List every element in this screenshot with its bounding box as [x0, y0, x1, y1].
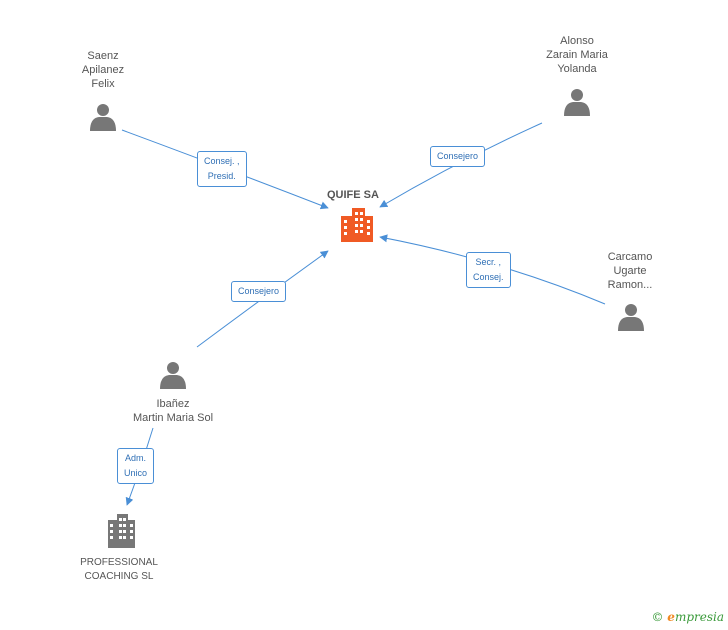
company-name-line: COACHING SL — [84, 571, 154, 582]
relation-label-saenz[interactable]: Consej. , Presid. — [197, 151, 247, 187]
person-name-line: Zarain Maria — [546, 49, 608, 61]
relation-line: Unico — [124, 468, 148, 478]
secondary-company-label[interactable]: PROFESSIONAL COACHING SL — [70, 556, 168, 584]
brand-logo-initial: e — [667, 610, 675, 624]
person-name-line: Felix — [91, 78, 115, 90]
person-label-saenz[interactable]: Saenz Apilanez Felix — [66, 49, 140, 91]
relation-label-ibanez-pc[interactable]: Adm. Unico — [117, 448, 155, 484]
main-company-name[interactable]: QUIFE SA — [327, 189, 379, 201]
relation-line: Consej. — [473, 272, 504, 282]
relation-label-carcamo[interactable]: Secr. , Consej. — [466, 252, 511, 288]
person-name-line: Yolanda — [557, 63, 597, 75]
person-label-alonso[interactable]: Alonso Zarain Maria Yolanda — [530, 34, 624, 76]
company-name-line: PROFESSIONAL — [80, 557, 158, 568]
relation-label-alonso[interactable]: Consejero — [430, 146, 486, 167]
copyright-symbol: © — [651, 610, 664, 624]
relation-line: Consejero — [437, 151, 479, 161]
person-icon-carcamo[interactable] — [618, 304, 644, 331]
relation-line: Consejero — [238, 286, 280, 296]
relation-line: Secr. , — [475, 257, 502, 267]
person-icon-alonso[interactable] — [564, 89, 590, 116]
person-icon-ibanez[interactable] — [160, 362, 186, 389]
person-label-ibanez[interactable]: Ibañez Martin Maria Sol — [118, 397, 228, 425]
person-name-line: Apilanez — [81, 64, 125, 76]
main-company-building-icon[interactable] — [341, 208, 373, 242]
brand-footer[interactable]: © empresia — [651, 610, 724, 624]
brand-logo-rest: mpresia — [674, 610, 724, 624]
person-name-line: Carcamo — [607, 251, 653, 263]
relation-line: Adm. — [125, 453, 147, 463]
relation-label-ibanez[interactable]: Consejero — [231, 281, 287, 302]
person-label-carcamo[interactable]: Carcamo Ugarte Ramon... — [594, 250, 666, 292]
person-name-line: Ibañez — [156, 398, 190, 410]
person-name-line: Ramon... — [607, 279, 653, 291]
person-name-line: Alonso — [560, 35, 594, 47]
brand-logo: empresia — [667, 610, 724, 624]
relation-line: Presid. — [207, 171, 236, 181]
person-name-line: Martin Maria Sol — [132, 412, 214, 424]
person-name-line: Ugarte — [613, 265, 647, 277]
person-icon-saenz[interactable] — [90, 104, 116, 131]
secondary-company-building-icon[interactable] — [108, 514, 135, 548]
person-name-line: Saenz — [87, 50, 119, 62]
relation-line: Consej. , — [204, 156, 240, 166]
